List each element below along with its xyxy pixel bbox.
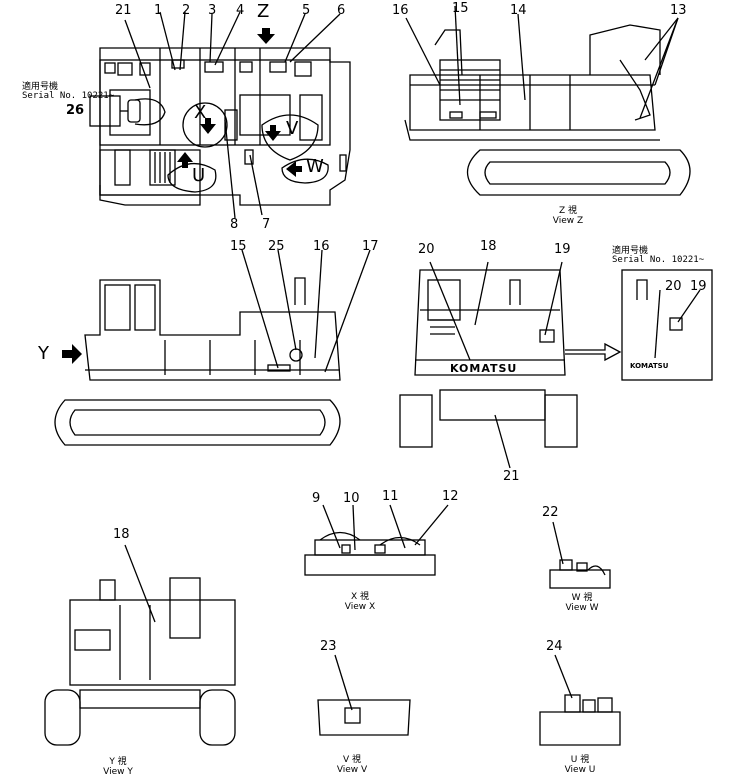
view-y-caption: View Y	[103, 767, 133, 777]
view-u-caption: View U	[564, 765, 596, 775]
view-v-detail	[317, 654, 411, 736]
callout-21-top: 21	[115, 3, 132, 18]
callout-6: 6	[337, 3, 346, 18]
serial-label-right: Serial No. 10221~	[612, 255, 705, 265]
callout-15: 15	[230, 239, 247, 254]
callout-13: 13	[670, 3, 687, 18]
y-arrow	[62, 344, 82, 364]
view-y-detail	[44, 544, 236, 746]
view-x-caption: View X	[344, 602, 376, 612]
callout-8: 8	[230, 217, 239, 232]
view-y-jp: Y 視	[109, 757, 127, 767]
brand-label: KOMATSU	[450, 362, 518, 375]
view-v-jp: V 視	[342, 755, 362, 765]
callout-25: 25	[268, 239, 285, 254]
view-arrows-top	[177, 28, 302, 177]
callout-7: 7	[262, 217, 271, 232]
view-marker-w: W	[306, 156, 324, 177]
callout-20: 20	[418, 242, 435, 257]
callout-18: 18	[480, 239, 497, 254]
view-x-jp: X 視	[350, 592, 370, 602]
callout-5: 5	[302, 3, 311, 18]
callout-14: 14	[510, 3, 527, 18]
serial-label-top: Serial No. 10221~	[22, 91, 115, 101]
view-w-jp: W 視	[571, 593, 593, 603]
callout-26: 26	[66, 103, 85, 118]
view-z-jp: Z 視	[558, 206, 578, 216]
serial-label-jp-top: 適用号機	[22, 82, 59, 92]
view-marker-z: Z	[257, 1, 270, 22]
callout-15-z: 15	[452, 1, 469, 16]
callout-1: 1	[154, 3, 163, 18]
view-w-caption: View W	[565, 603, 599, 613]
view-v-caption: View V	[336, 765, 368, 775]
callout-23: 23	[320, 639, 337, 654]
view-u-detail	[539, 654, 621, 746]
callout-12: 12	[442, 489, 459, 504]
callout-9: 9	[312, 491, 321, 506]
rear-view	[399, 261, 713, 469]
callout-19: 19	[554, 242, 571, 257]
view-marker-u: U	[192, 165, 206, 186]
callout-20-inset: 20	[665, 279, 682, 294]
view-u-jp: U 視	[570, 755, 590, 765]
side-view	[54, 249, 371, 446]
view-marker-v: V	[286, 118, 299, 139]
callout-19-inset: 19	[690, 279, 707, 294]
callout-11: 11	[382, 489, 399, 504]
view-z-caption: View Z	[552, 216, 584, 226]
view-x-detail	[304, 504, 449, 576]
callout-2: 2	[182, 3, 191, 18]
view-marker-x: X	[194, 102, 207, 123]
callout-22: 22	[542, 505, 559, 520]
view-w-detail	[549, 521, 611, 589]
top-view-machine	[89, 11, 351, 219]
callout-24: 24	[546, 639, 563, 654]
brand-label-inset: KOMATSU	[630, 362, 669, 370]
callout-16-z: 16	[392, 3, 409, 18]
callout-18-y: 18	[113, 527, 130, 542]
callout-21: 21	[503, 469, 520, 484]
callout-17: 17	[362, 239, 379, 254]
callout-3: 3	[208, 3, 217, 18]
callout-10: 10	[343, 491, 360, 506]
callout-16: 16	[313, 239, 330, 254]
view-z-side	[404, 5, 691, 196]
view-marker-y: Y	[38, 343, 49, 364]
serial-label-jp-right: 適用号機	[612, 246, 649, 256]
callout-4: 4	[236, 3, 245, 18]
